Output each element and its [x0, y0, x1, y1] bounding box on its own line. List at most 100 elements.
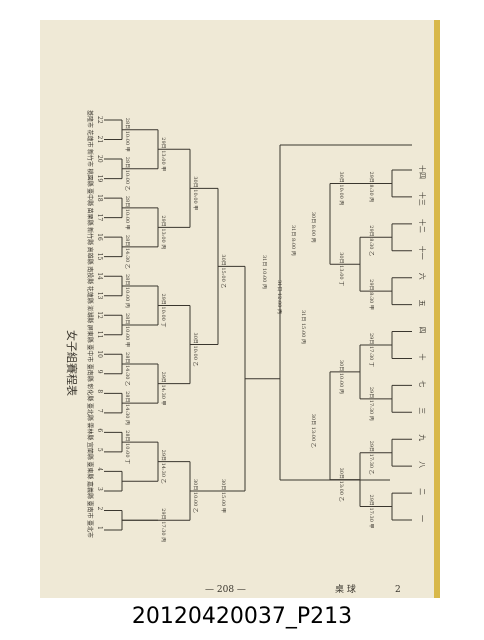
binding-edge — [434, 20, 440, 598]
team-seed: 18 — [96, 194, 103, 202]
match-time: 29日 8:30 甲 — [368, 279, 374, 310]
match-time: 28日 10:00 甲 — [124, 118, 130, 152]
team-name: 桃園縣 — [86, 169, 94, 187]
seed-label: 十二 — [418, 219, 427, 233]
seed-label: 十三 — [418, 192, 427, 206]
team-name: 雲林縣 — [86, 422, 94, 440]
seed-label: 一 — [418, 515, 426, 522]
team-name: 臺北市 — [86, 520, 94, 538]
seed-label: 二 — [418, 488, 426, 495]
team-name: 臺南縣 — [86, 364, 94, 382]
match-time: 29日 14:30 乙 — [160, 450, 167, 484]
team-seed: 14 — [96, 272, 103, 280]
team-seed: 20 — [96, 155, 103, 163]
team-seed: 9 — [96, 370, 103, 374]
team-seed: 21 — [96, 136, 103, 144]
team-seed: 19 — [96, 175, 103, 183]
match-time: 28日 10:00 丙 — [124, 274, 130, 308]
center-bracket-lines: 31日 10:00 丙 31日 12:00 丙 31日 8:00 丙 31日 15:0… — [245, 144, 390, 481]
match-time: 29日 13:00 甲 — [160, 137, 166, 171]
team-seed: 11 — [96, 331, 103, 339]
team-name: 嘉義縣 — [86, 481, 94, 499]
seed-label: 九 — [418, 434, 427, 441]
match-time: 28日 10:00 乙 — [124, 157, 131, 191]
team-seed: 1 — [96, 526, 103, 530]
team-name: 苗栗縣 — [86, 208, 94, 226]
match-time: 28日 10:00 丁 — [124, 430, 130, 464]
team-seed: 7 — [96, 409, 103, 413]
team-seed: 3 — [96, 487, 103, 491]
team-seed: 2 — [96, 506, 103, 510]
match-time: 31日 12:00 丙 — [276, 280, 282, 314]
match-time: 28日 14:30 丙 — [124, 391, 130, 425]
match-time: 30日 10:00 丙 — [338, 171, 344, 205]
team-name: 臺南市 — [86, 500, 94, 518]
match-time: 29日 17:30 丙 — [160, 508, 166, 542]
match-time: 29日 10:00 丁 — [160, 293, 166, 327]
seed-label: 十 — [418, 353, 427, 360]
match-time: 28日 10:00 甲 — [124, 313, 130, 347]
team-name: 臺東縣 — [86, 461, 94, 479]
team-name: 屏東縣 — [86, 325, 94, 343]
team-seed: 5 — [96, 448, 103, 452]
team-seed: 15 — [96, 253, 103, 261]
team-name: 新竹市 — [86, 149, 94, 167]
team-name: 臺中市 — [86, 344, 94, 362]
match-time: 29日 14:30 甲 — [160, 372, 166, 406]
match-time: 31日 10:00 丙 — [261, 255, 267, 289]
seed-label: 八 — [418, 461, 426, 468]
match-time: 30日 8:00 丙 — [310, 212, 316, 243]
match-time: 30日 13:00 乙 — [310, 414, 317, 448]
seed-label: 七 — [418, 380, 427, 387]
match-time: 31日 15:00 丙 — [300, 310, 306, 344]
match-time: 29日 17:30 乙 — [368, 441, 375, 475]
match-time: 30日 13:00 乙 — [338, 468, 345, 502]
match-time: 28日 14:30 乙 — [124, 352, 131, 386]
match-time: 29日 8:30 乙 — [368, 225, 375, 256]
team-name: 花蓮市 — [86, 130, 94, 148]
team-seed: 4 — [96, 467, 103, 471]
team-seed: 13 — [96, 292, 103, 300]
match-time: 30日 13:00 丁 — [338, 252, 344, 286]
team-name: 花蓮縣 — [86, 286, 94, 304]
match-time: 30日 15:00 甲 — [220, 479, 226, 513]
seed-label: 十四 — [418, 165, 427, 179]
match-time: 28日 14:30 乙 — [124, 235, 131, 269]
team-name: 臺北縣 — [86, 403, 94, 421]
seed-label: 五 — [418, 300, 426, 307]
match-time: 30日 10:00 丙 — [338, 360, 344, 394]
team-name: 彰化縣 — [86, 383, 94, 401]
team-name: 高雄縣 — [86, 247, 94, 265]
match-time: 29日 13:00 丙 — [160, 215, 166, 249]
match-time: 29日 17:30 丙 — [368, 387, 374, 421]
team-seed: 6 — [96, 428, 103, 432]
match-time: 31日 8:00 丙 — [290, 225, 296, 256]
team-name: 新竹縣 — [86, 227, 94, 245]
seed-label: 六 — [418, 273, 427, 280]
match-time: 30日 10:00 甲 — [192, 176, 198, 210]
seed-label: 十一 — [418, 246, 427, 260]
running-header: 桌 球 — [335, 583, 356, 595]
team-name: 澎湖縣 — [86, 305, 94, 323]
team-name: 宜蘭縣 — [86, 442, 94, 460]
team-seed: 22 — [96, 116, 103, 124]
match-time: 28日 10:00 甲 — [124, 196, 130, 230]
image-caption: 20120420037_P213 — [131, 604, 353, 629]
team-name: 臺中縣 — [86, 188, 94, 206]
team-seed: 16 — [96, 233, 103, 241]
paper-page — [40, 20, 440, 598]
match-time: 29日 17:30 甲 — [368, 495, 374, 529]
seed-label: 四 — [418, 327, 426, 334]
page-number: — 208 — — [205, 585, 246, 595]
team-seed: 10 — [96, 350, 103, 358]
match-time: 30日 10:00 乙 — [192, 333, 199, 367]
left-bracket-lines: 28日 10:00 甲 28日 10:00 乙 28日 10:00 甲 28日 14:… — [104, 118, 246, 542]
match-time: 29日 17:30 丁 — [368, 333, 374, 367]
team-seed: 17 — [96, 214, 103, 222]
team-name: 南投縣 — [86, 266, 94, 284]
seed-label: 三 — [418, 407, 426, 414]
team-name: 基隆市 — [86, 110, 94, 128]
match-time: 30日 10:00 乙 — [192, 479, 199, 513]
